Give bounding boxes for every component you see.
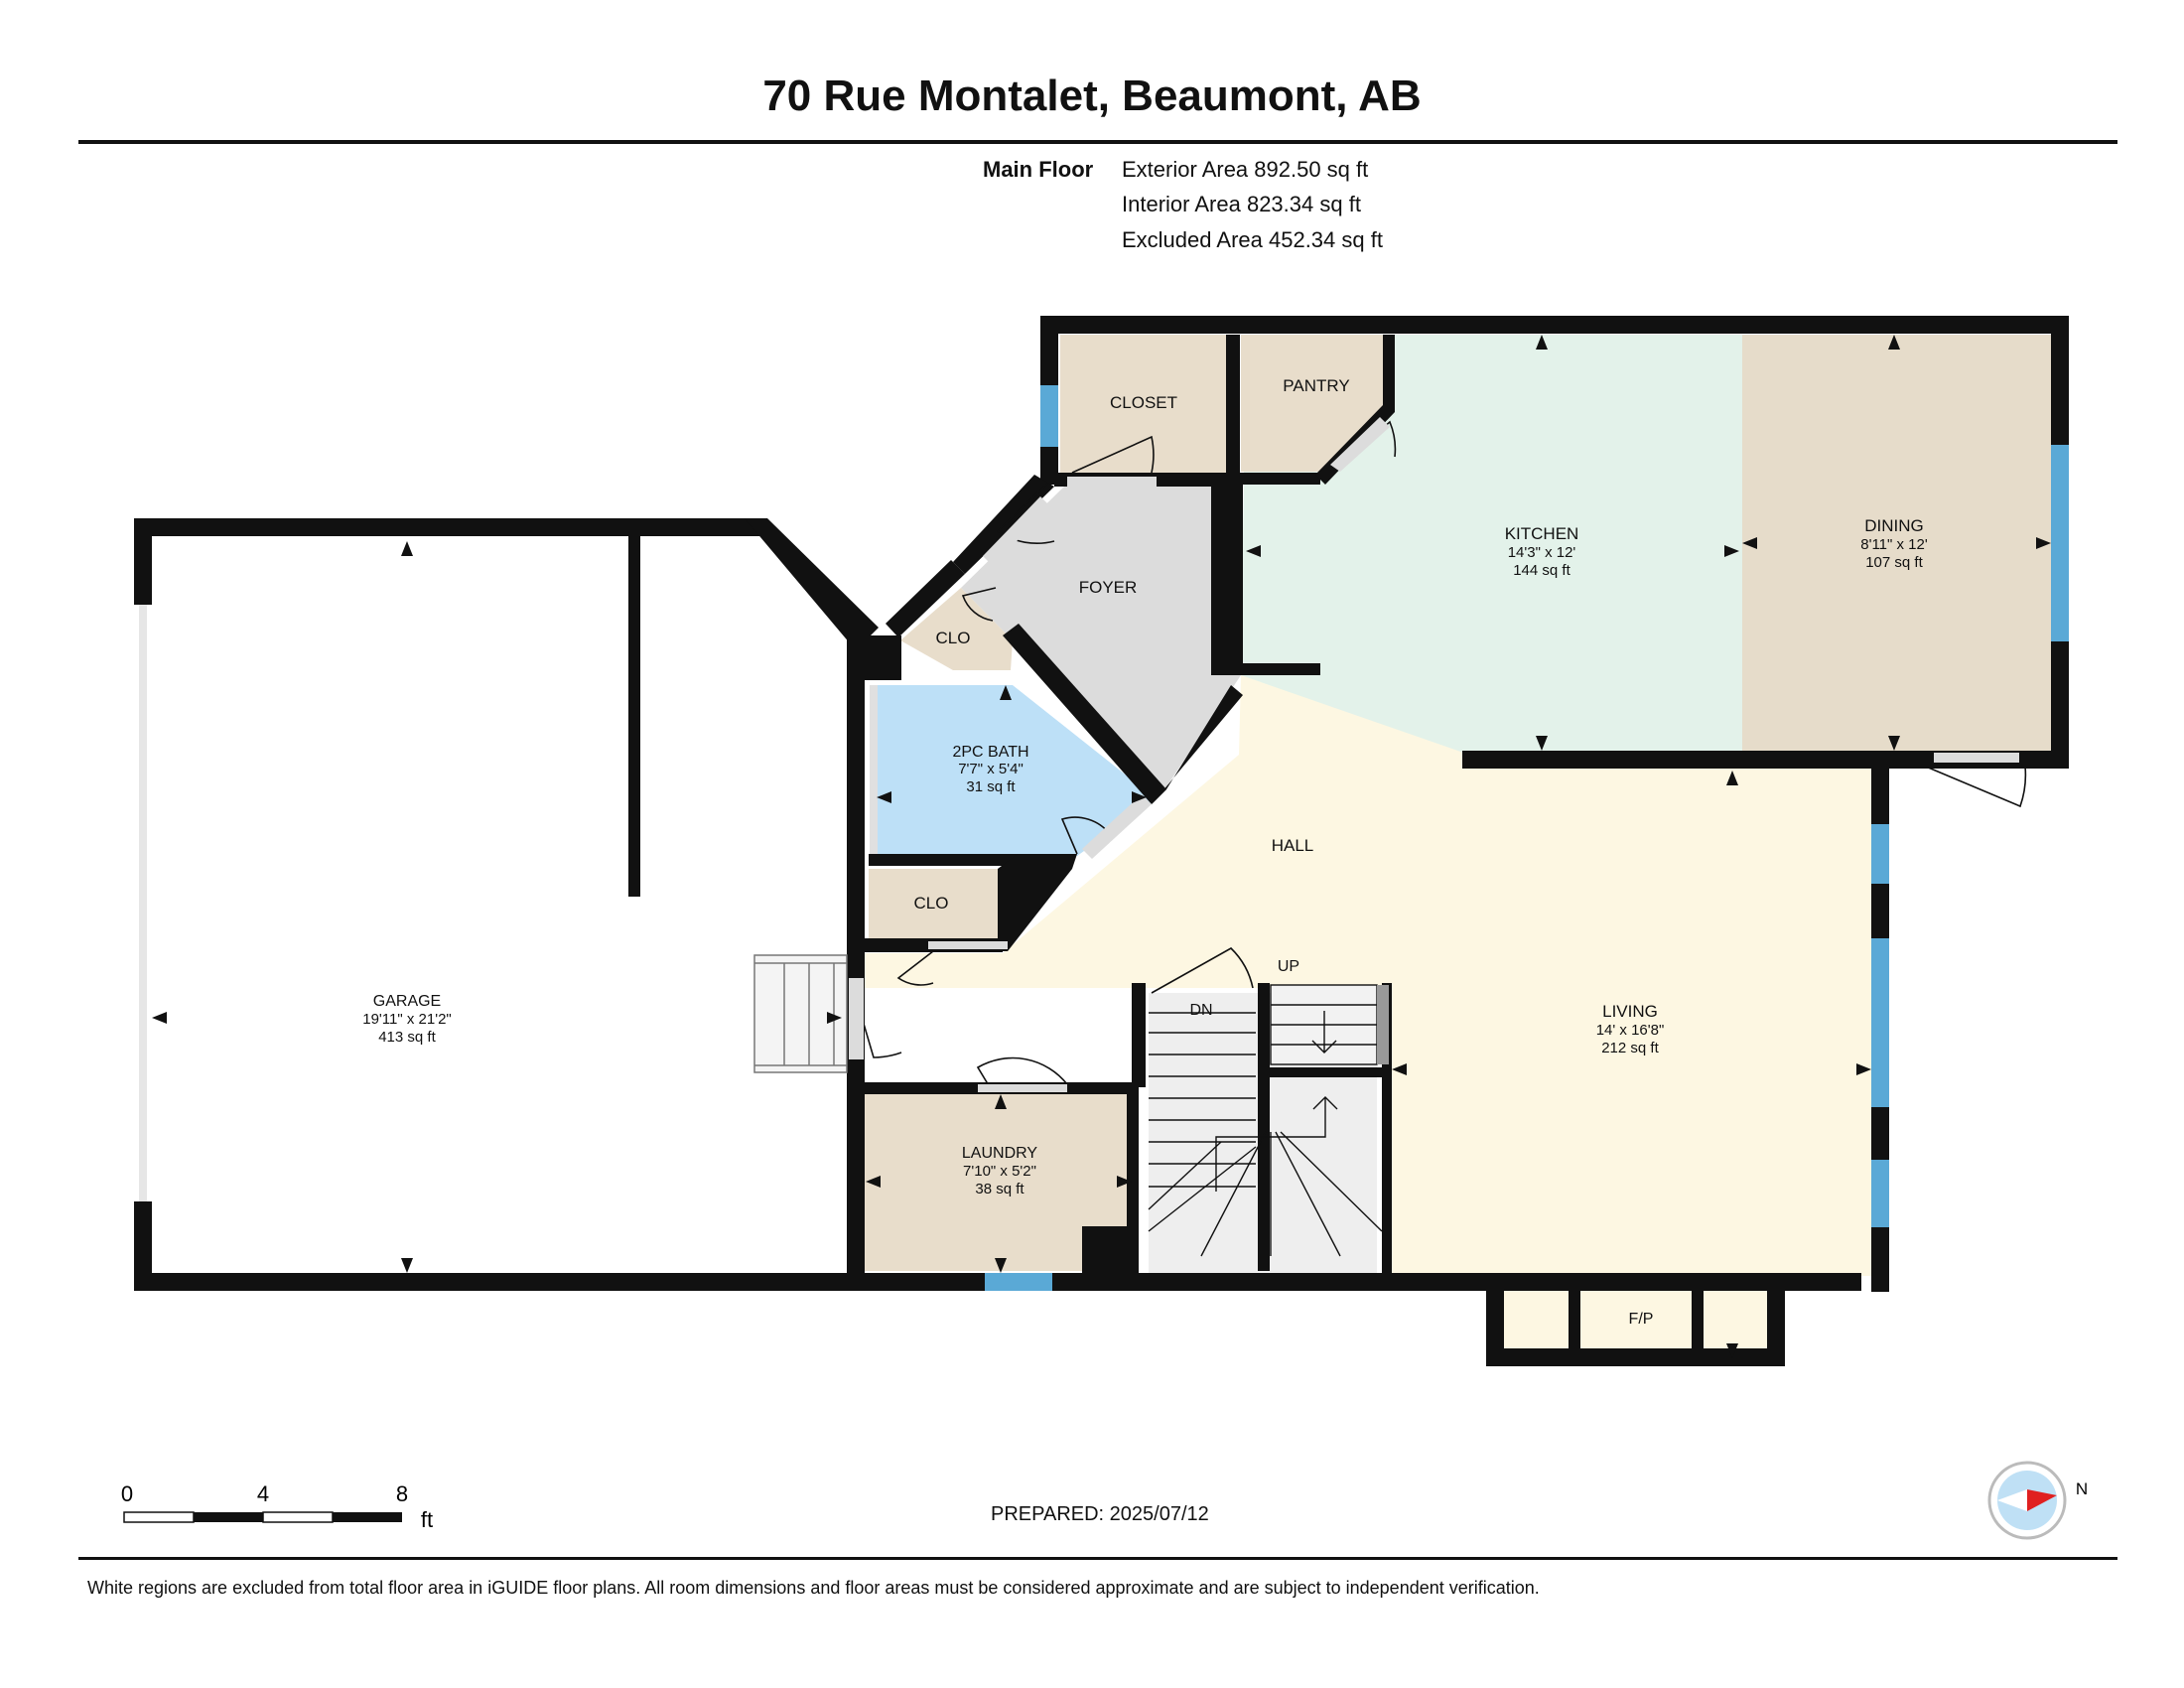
windows <box>139 385 2069 1291</box>
bath-fill <box>877 685 1157 856</box>
laundry-label: LAUNDRY <box>962 1145 1038 1162</box>
compass-icon: N <box>1987 1461 2088 1540</box>
bath-area: 31 sq ft <box>966 778 1016 795</box>
hall-living-fill <box>864 675 1886 1358</box>
kitchen-label: KITCHEN <box>1505 524 1579 543</box>
hall-label: HALL <box>1272 836 1314 855</box>
disclaimer: White regions are excluded from total fl… <box>87 1578 1540 1598</box>
garage-label: GARAGE <box>373 993 441 1010</box>
bath-label: 2PC BATH <box>952 744 1028 761</box>
living-area: 212 sq ft <box>1601 1040 1659 1056</box>
dimension-arrows <box>152 335 2051 1358</box>
floor-label: Main Floor <box>983 157 1094 182</box>
clo2-label: CLO <box>914 894 949 913</box>
garage-dims: 19'11" x 21'2" <box>362 1011 452 1028</box>
garage-area: 413 sq ft <box>378 1029 436 1046</box>
dining-label: DINING <box>1864 516 1924 535</box>
clo1-fill <box>900 588 1013 670</box>
clo2-fill <box>869 869 998 938</box>
laundry-area: 38 sq ft <box>975 1181 1024 1197</box>
pantry-label: PANTRY <box>1283 376 1349 395</box>
scale-tick-0: 0 <box>121 1481 133 1506</box>
footer-rule <box>78 1557 2117 1560</box>
foyer-label: FOYER <box>1079 578 1138 597</box>
doors <box>848 420 2027 1093</box>
closet-label: CLOSET <box>1110 393 1177 412</box>
closet-fill <box>1060 335 1227 474</box>
pantry-fill <box>1241 335 1383 472</box>
stairs <box>1148 984 1389 1257</box>
clo1-label: CLO <box>936 629 971 647</box>
exterior-area: Exterior Area 892.50 sq ft <box>1122 157 1369 182</box>
page-title: 70 Rue Montalet, Beaumont, AB <box>762 71 1422 120</box>
dining-area: 107 sq ft <box>1865 554 1923 571</box>
prepared-date: PREPARED: 2025/07/12 <box>991 1503 1209 1525</box>
garage-steps <box>753 954 848 1073</box>
living-dims: 14' x 16'8" <box>1596 1022 1665 1039</box>
laundry-dims: 7'10" x 5'2" <box>963 1163 1036 1180</box>
dining-dims: 8'11" x 12' <box>1860 536 1928 553</box>
stairs-up-label: UP <box>1278 958 1299 975</box>
scale-bar: 0 4 8 ft <box>121 1481 433 1532</box>
kitchen-dims: 14'3" x 12' <box>1508 544 1576 561</box>
dining-fill <box>1742 335 2059 755</box>
scale-tick-4: 4 <box>257 1481 269 1506</box>
excluded-area: Excluded Area 452.34 sq ft <box>1122 227 1383 252</box>
door-leaves <box>849 417 2019 1092</box>
kitchen-area: 144 sq ft <box>1513 562 1570 579</box>
walls <box>134 316 2069 1366</box>
bath-dims: 7'7" x 5'4" <box>958 761 1024 777</box>
interior-area: Interior Area 823.34 sq ft <box>1122 192 1361 216</box>
compass-north-label: N <box>2076 1479 2088 1498</box>
stairs-down-label: DN <box>1189 1002 1212 1019</box>
fireplace-label: F/P <box>1629 1311 1654 1328</box>
scale-tick-8: 8 <box>396 1481 408 1506</box>
foyer-fill <box>961 484 1241 794</box>
header-rule <box>78 140 2117 144</box>
scale-unit: ft <box>421 1507 433 1532</box>
living-label: LIVING <box>1602 1002 1658 1021</box>
